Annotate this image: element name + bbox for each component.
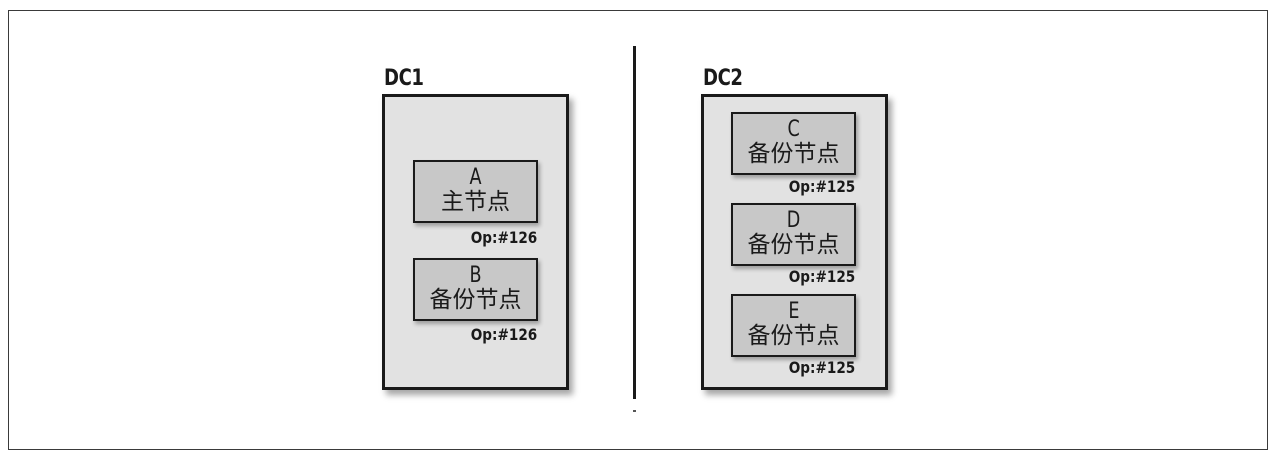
node-b-op: Op:#126	[470, 325, 537, 344]
node-c-id: C	[787, 117, 800, 142]
node-a-role: 主节点	[441, 189, 510, 215]
node-e-role: 备份节点	[747, 323, 840, 349]
node-e-op: Op:#125	[788, 358, 855, 377]
node-c: C 备份节点	[731, 112, 856, 175]
node-e-id: E	[787, 299, 800, 324]
node-a: A 主节点	[413, 160, 538, 223]
node-e: E 备份节点	[731, 294, 856, 357]
dc2-label: DC2	[703, 66, 743, 91]
diagram-frame	[8, 10, 1268, 450]
node-a-id: A	[469, 165, 482, 190]
node-b: B 备份节点	[413, 258, 538, 321]
node-d-op: Op:#125	[788, 267, 855, 286]
dc1-label: DC1	[384, 66, 424, 91]
node-d: D 备份节点	[731, 203, 856, 266]
node-d-id: D	[786, 208, 801, 233]
datacenter-divider	[633, 46, 636, 399]
node-c-op: Op:#125	[788, 177, 855, 196]
node-d-role: 备份节点	[747, 232, 840, 258]
node-c-role: 备份节点	[747, 141, 840, 167]
dc1-box	[382, 94, 569, 390]
node-b-id: B	[469, 263, 482, 288]
divider-tick	[633, 410, 636, 412]
node-a-op: Op:#126	[470, 228, 537, 247]
node-b-role: 备份节点	[429, 287, 522, 313]
